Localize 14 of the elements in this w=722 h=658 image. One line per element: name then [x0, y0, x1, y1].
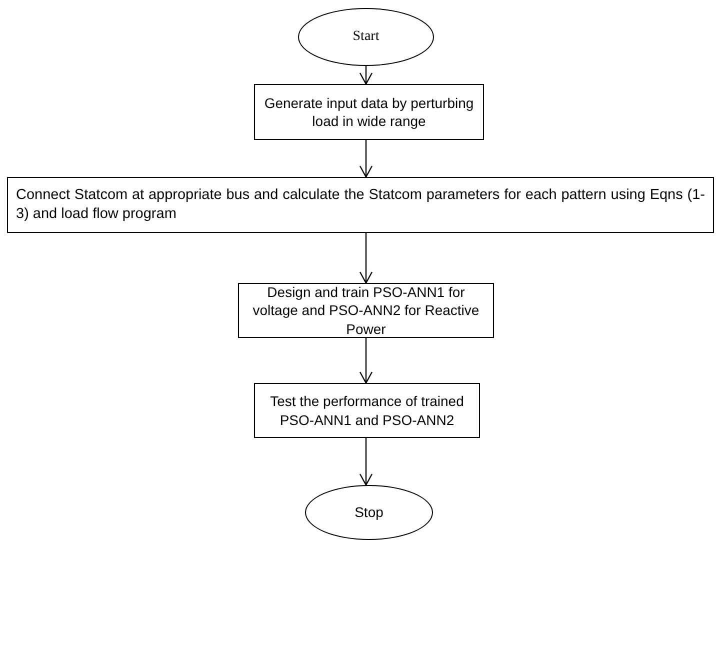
arrow: [359, 233, 373, 284]
process-box: [254, 84, 484, 140]
arrow: [359, 140, 373, 178]
arrow: [359, 66, 373, 85]
arrow: [359, 338, 373, 384]
process-box: [254, 383, 480, 438]
node-text: Start: [352, 28, 380, 46]
node-text: Connect Statcom at appropriate bus and calculate the Statcom parameters for each pattern using Eqns (1-3) and load flow program: [16, 186, 705, 224]
process-box: [7, 177, 714, 233]
node-text: Design and train PSO-ANN1 for voltage and PSO-ANN2 for Reactive Power: [252, 283, 480, 338]
node-text: Test the performance of trained PSO-ANN1 and PSO-ANN2: [269, 392, 465, 429]
node-text: Stop: [354, 503, 384, 522]
node-text: Generate input data by perturbing load in wide range: [263, 94, 475, 130]
arrow: [359, 438, 373, 486]
